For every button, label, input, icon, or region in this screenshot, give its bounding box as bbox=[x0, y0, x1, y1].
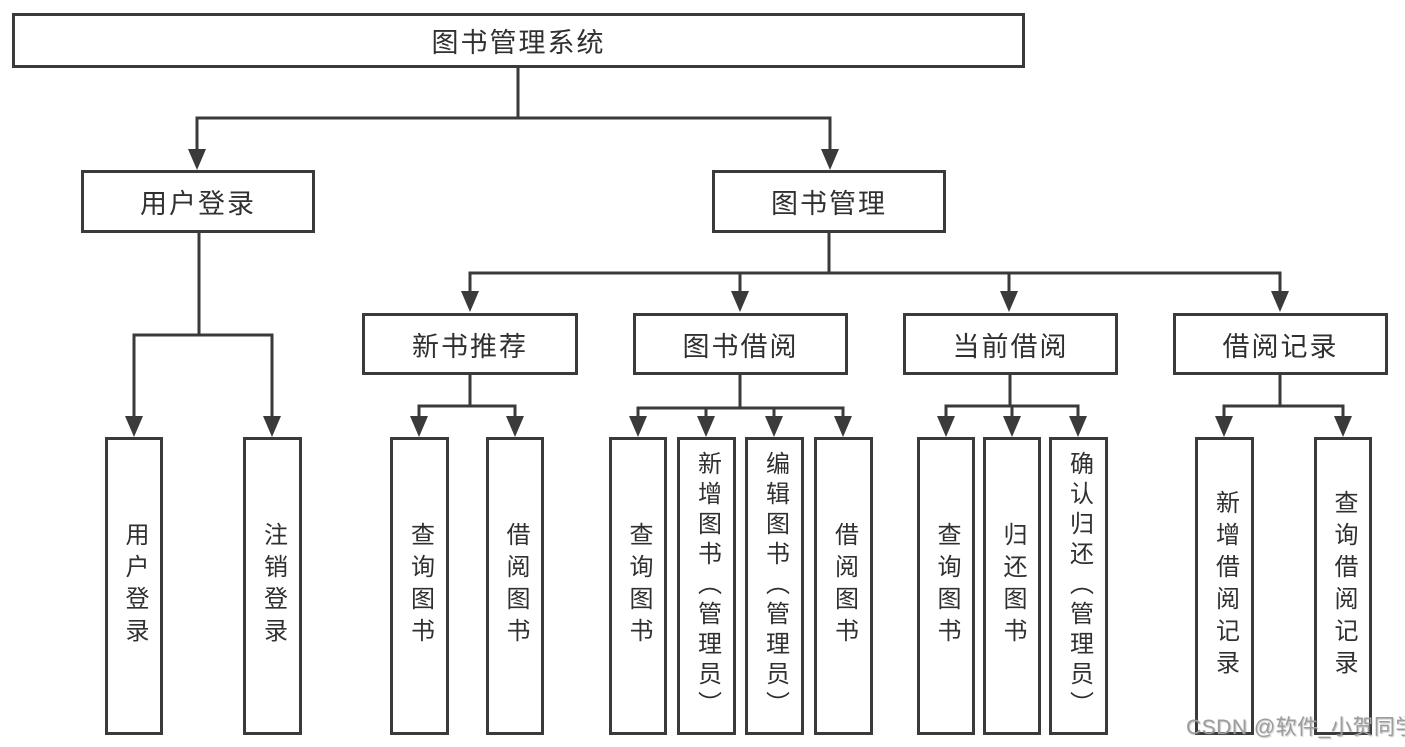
leaf-query-borrow-record-label: 查询借阅记录 bbox=[1330, 490, 1357, 682]
leaf-borrow-books-1-label: 借阅图书 bbox=[502, 522, 529, 650]
node-borrow-records: 借阅记录 bbox=[1173, 313, 1388, 375]
node-user-login: 用户登录 bbox=[81, 170, 315, 233]
node-new-book-recommend-label: 新书推荐 bbox=[412, 331, 528, 362]
leaf-logout-label: 注销登录 bbox=[259, 522, 287, 650]
node-book-management-label: 图书管理 bbox=[771, 189, 887, 219]
leaf-add-books-admin-label: 新增图书（管理员） bbox=[693, 451, 721, 721]
leaf-query-books-3-label: 查询图书 bbox=[933, 522, 960, 650]
leaf-return-books: 归还图书 bbox=[983, 437, 1041, 735]
node-book-borrow-label: 图书借阅 bbox=[682, 331, 799, 362]
leaf-edit-books-admin-label: 编辑图书（管理员） bbox=[761, 451, 789, 721]
node-user-login-label: 用户登录 bbox=[140, 189, 256, 219]
leaf-confirm-return-admin: 确认归还（管理员） bbox=[1049, 437, 1108, 735]
leaf-query-books-3: 查询图书 bbox=[917, 437, 975, 735]
leaf-query-borrow-record: 查询借阅记录 bbox=[1314, 437, 1372, 735]
node-current-borrow: 当前借阅 bbox=[903, 313, 1118, 375]
leaf-query-books-2-label: 查询图书 bbox=[625, 522, 652, 650]
node-current-borrow-label: 当前借阅 bbox=[952, 331, 1069, 362]
leaf-query-books-1-label: 查询图书 bbox=[406, 522, 434, 650]
leaf-query-books-2: 查询图书 bbox=[609, 437, 667, 735]
leaf-edit-books-admin: 编辑图书（管理员） bbox=[745, 437, 804, 735]
leaf-confirm-return-admin-label: 确认归还（管理员） bbox=[1065, 451, 1093, 721]
leaf-logout: 注销登录 bbox=[243, 437, 302, 735]
leaf-borrow-books-2: 借阅图书 bbox=[814, 437, 873, 735]
node-root: 图书管理系统 bbox=[12, 13, 1025, 68]
leaf-borrow-books-1: 借阅图书 bbox=[486, 437, 544, 735]
leaf-query-books-1: 查询图书 bbox=[390, 437, 449, 735]
node-book-management: 图书管理 bbox=[712, 170, 946, 233]
leaf-add-books-admin: 新增图书（管理员） bbox=[677, 437, 736, 735]
leaf-user-login: 用户登录 bbox=[105, 437, 163, 735]
node-new-book-recommend: 新书推荐 bbox=[362, 313, 578, 375]
leaf-add-borrow-record-label: 新增借阅记录 bbox=[1211, 490, 1239, 682]
leaf-user-login-label: 用户登录 bbox=[121, 522, 148, 650]
node-borrow-records-label: 借阅记录 bbox=[1222, 331, 1339, 362]
leaf-borrow-books-2-label: 借阅图书 bbox=[830, 522, 858, 650]
leaf-add-borrow-record: 新增借阅记录 bbox=[1195, 437, 1254, 735]
node-book-borrow: 图书借阅 bbox=[633, 313, 848, 375]
watermark: CSDN @软件_小贺同学 bbox=[1186, 716, 1405, 739]
node-root-label: 图书管理系统 bbox=[431, 28, 606, 58]
leaf-return-books-label: 归还图书 bbox=[999, 522, 1026, 650]
